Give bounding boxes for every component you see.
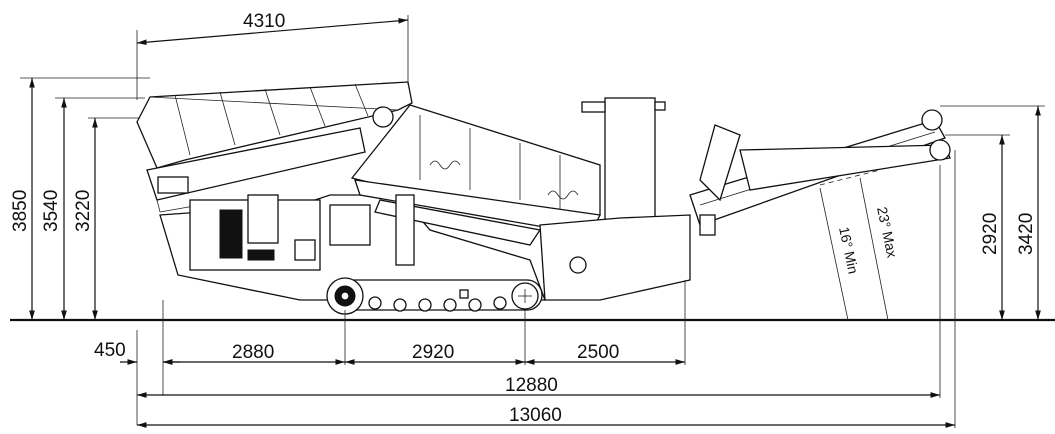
- head-drum: [372, 106, 394, 128]
- dim-top-length: 4310: [243, 11, 285, 32]
- angle-max-label: 23° Max: [874, 205, 900, 259]
- dim-height-mid: 3540: [41, 190, 62, 232]
- dim-segment-3: 2500: [577, 342, 619, 363]
- screener-machine: [136, 81, 951, 315]
- track-assembly: [326, 277, 543, 315]
- screen-box: [350, 104, 601, 266]
- dim-total-inner: 12880: [505, 375, 558, 396]
- chassis-body: [159, 194, 546, 301]
- feed-hopper: [136, 81, 413, 213]
- discharge-drum-lower: [929, 139, 951, 161]
- dimension-lines: [20, 15, 1045, 428]
- discharge-drum-upper: [921, 109, 943, 131]
- dim-height-overall: 3850: [10, 190, 31, 232]
- dim-height-low: 3220: [73, 190, 94, 232]
- dim-offset-left: 450: [94, 340, 126, 361]
- discharge-conveyor: [689, 109, 951, 236]
- angle-min-label: 16° Min: [836, 225, 862, 275]
- dim-height-discharge-high: 3420: [1016, 213, 1037, 255]
- dim-total-outer: 13060: [509, 405, 562, 426]
- dim-segment-2: 2920: [412, 342, 454, 363]
- central-tower: [539, 97, 691, 301]
- dim-segment-1: 2880: [232, 342, 274, 363]
- dim-height-discharge-low: 2920: [980, 213, 1001, 255]
